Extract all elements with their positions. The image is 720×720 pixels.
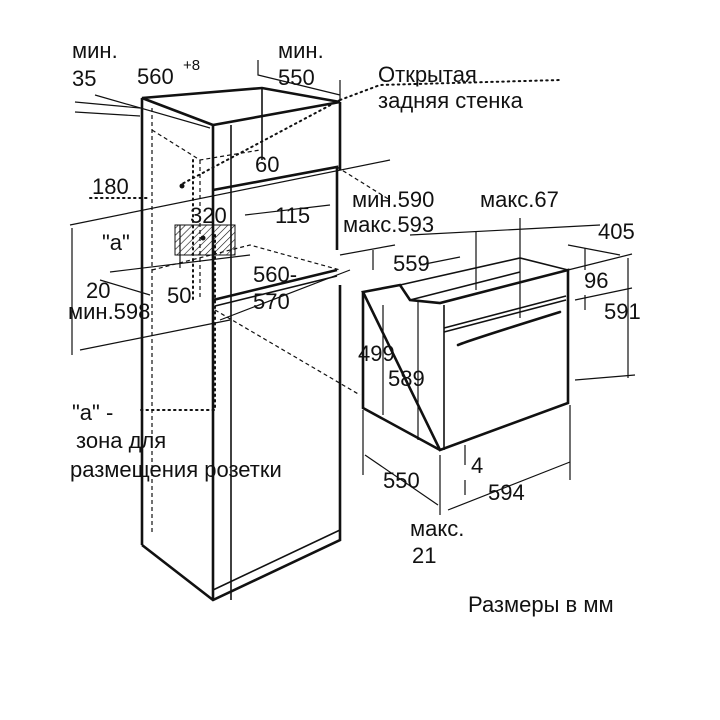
dim-560: 560 [137, 64, 174, 89]
dim-60: 60 [255, 152, 279, 177]
dim-560-570-line1: 560- [253, 262, 297, 287]
dim-max-67: макс.67 [480, 187, 559, 212]
legend-line2: размещения розетки [70, 457, 282, 482]
units-caption: Размеры в мм [468, 592, 614, 617]
dim-560-tolerance: +8 [183, 57, 200, 74]
open-back-label-line1: Открытая [378, 62, 477, 87]
cabinet-drawing [89, 79, 561, 602]
min-35-label: мин. [72, 38, 118, 63]
dim-115: 115 [275, 203, 310, 228]
dim-4: 4 [471, 453, 483, 478]
dim-min-590: мин.590 [352, 187, 434, 212]
dim-50: 50 [167, 283, 191, 308]
dim-594: 594 [488, 480, 525, 505]
dim-591: 591 [604, 299, 641, 324]
max-21-label: макс. [410, 516, 464, 541]
dim-559: 559 [393, 251, 430, 276]
dim-550-oven: 550 [383, 468, 420, 493]
dim-589: 589 [388, 366, 425, 391]
legend-marker: "a" - [72, 400, 113, 425]
dim-320: 320 [190, 203, 227, 228]
dim-96: 96 [584, 268, 608, 293]
dim-35: 35 [72, 66, 96, 91]
socket-zone-marker: "a" [102, 230, 130, 255]
niche-dimension-lines [69, 60, 396, 355]
dim-405: 405 [598, 219, 635, 244]
dim-min-598: мин.598 [68, 299, 150, 324]
dim-550-depth: 550 [278, 65, 315, 90]
oven-dimension-lines [362, 218, 636, 515]
dim-max-593: макс.593 [343, 212, 434, 237]
dim-21: 21 [412, 543, 436, 568]
dim-180: 180 [92, 174, 129, 199]
dim-560-570-line2: 570 [253, 289, 290, 314]
dim-20: 20 [86, 278, 110, 303]
dim-499: 499 [358, 341, 395, 366]
open-back-label-line2: задняя стенка [378, 88, 524, 113]
legend-line1: зона для [76, 428, 166, 453]
depth-min-label: мин. [278, 38, 324, 63]
